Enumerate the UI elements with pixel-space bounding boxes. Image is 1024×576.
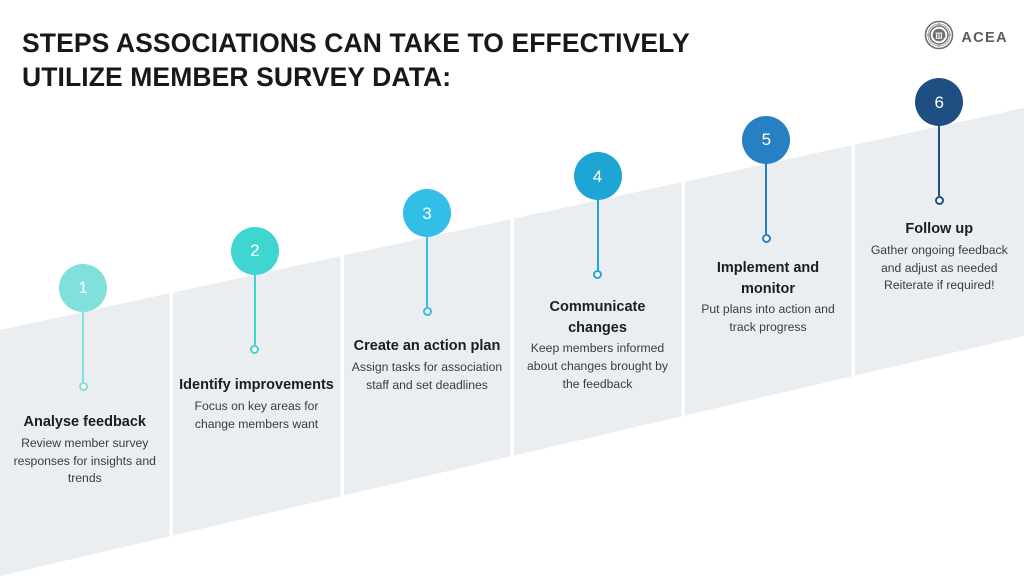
step-panel[interactable] — [0, 293, 170, 576]
step-number-badge: 3 — [403, 189, 451, 238]
step-text-block: Follow up Gather ongoing feedback and adj… — [861, 219, 1019, 295]
pin-anchor-dot — [934, 196, 944, 206]
pin-anchor-dot — [78, 381, 88, 391]
step-number-badge: 2 — [230, 226, 279, 275]
pin-stem — [253, 274, 256, 345]
step-body: Review member survey responses for insig… — [13, 435, 156, 486]
step-panel[interactable] — [172, 256, 341, 536]
pin-stem — [426, 237, 428, 308]
step-heading: Analyse feedback — [23, 414, 146, 430]
step-body: Focus on key areas for change members wa… — [194, 398, 319, 431]
step-pin-3[interactable]: 3 — [403, 189, 451, 317]
pin-anchor-dot — [250, 344, 260, 354]
step-panel[interactable] — [684, 145, 852, 416]
step-body: Keep members informed about changes brou… — [527, 341, 668, 392]
pin-anchor-dot — [761, 233, 771, 243]
step-number-badge: 5 — [742, 115, 791, 164]
pin-anchor-dot — [422, 307, 432, 317]
logo-wordmark: ACEA — [961, 29, 1008, 46]
step-number-badge: 6 — [915, 78, 964, 127]
step-pin-4[interactable]: 4 — [573, 152, 622, 280]
step-body: Assign tasks for association staff and s… — [351, 359, 503, 392]
pin-stem — [765, 163, 768, 234]
pin-anchor-dot — [593, 270, 602, 280]
step-number-badge: 1 — [59, 263, 108, 312]
acea-logo: ACEA — [924, 20, 1008, 55]
pin-stem — [938, 126, 941, 197]
step-body: Gather ongoing feedback and adjust as ne… — [870, 242, 1008, 293]
page-title-line-2: UTILIZE MEMBER SURVEY DATA: — [22, 61, 452, 92]
step-body: Put plans into action and track progress — [701, 302, 835, 335]
step-number-badge: 4 — [573, 152, 622, 201]
circular-seal-icon — [924, 20, 954, 55]
step-heading: Communicate changes — [549, 299, 646, 336]
step-pin-5[interactable]: 5 — [742, 115, 791, 243]
step-pin-1[interactable]: 1 — [59, 263, 108, 391]
page-title: STEPS ASSOCIATIONS CAN TAKE TO EFFECTIVE… — [22, 27, 722, 95]
pin-stem — [82, 311, 85, 382]
step-heading: Follow up — [905, 221, 974, 237]
step-pin-2[interactable]: 2 — [230, 226, 279, 354]
step-heading: Create an action plan — [353, 338, 501, 354]
step-heading: Identify improvements — [179, 377, 334, 393]
pin-stem — [596, 200, 599, 271]
step-pin-6[interactable]: 6 — [915, 78, 964, 206]
page-title-line-1: STEPS ASSOCIATIONS CAN TAKE TO EFFECTIVE… — [22, 28, 690, 58]
step-heading: Implement and monitor — [716, 260, 820, 297]
